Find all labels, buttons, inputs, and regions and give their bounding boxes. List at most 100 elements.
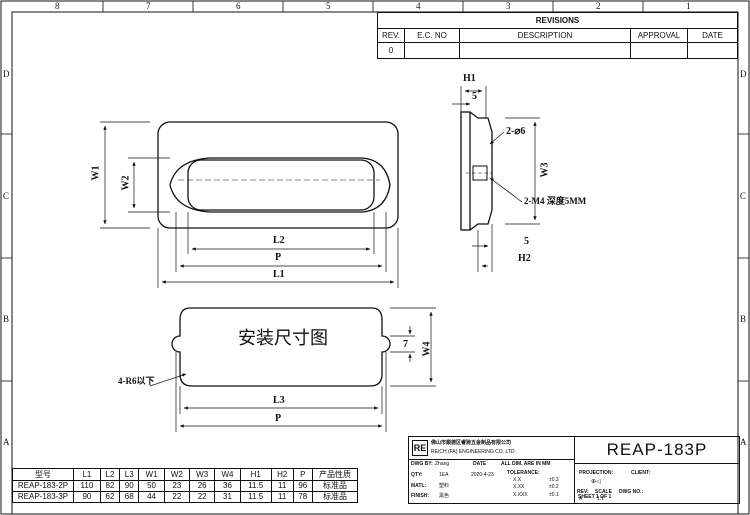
rev-header-ecno: E.C. NO: [404, 28, 460, 43]
tolerance-label: TOLERANCE:: [507, 470, 540, 476]
qty-label: QTY:: [411, 472, 423, 478]
finish-value: 黑色: [439, 493, 450, 499]
spec-header-w1: W1: [138, 468, 165, 481]
matl-value: 塑料: [439, 483, 450, 489]
spec-header-nature: 产品性质: [312, 468, 358, 481]
spec-row1-model: REAP-183-2P: [12, 480, 74, 492]
zone-label-8: 8: [55, 1, 60, 11]
title-block-right: REAP-183P PROJECTION: ⊕◁ CLIENT: REV: A …: [575, 437, 739, 503]
dim-label-w3: W3: [539, 162, 551, 178]
zone-label-3: 3: [506, 1, 511, 11]
side-profile: [469, 111, 493, 231]
spec-row1-w3: 26: [188, 480, 216, 492]
spec-header-w2: W2: [163, 468, 191, 481]
spec-row2-nature: 标准品: [312, 491, 358, 503]
tol-3-fmt: X.XXX: [513, 492, 528, 498]
revisions-table: REVISIONS REV. E.C. NO DESCRIPTION APPRO…: [377, 12, 738, 59]
cutout-outline: [171, 307, 391, 387]
spec-header-model: 型号: [12, 468, 74, 481]
spec-header-h1: H1: [239, 468, 272, 481]
spec-row2-w4: 31: [214, 491, 241, 503]
dim-label-radius: 4-R6以下: [118, 376, 155, 386]
company-name-cn: 佛山市顺德区睿驰五金制品有限公司: [431, 440, 512, 446]
spec-row2-l3: 68: [119, 491, 140, 503]
spec-row2-h2: 11: [270, 491, 294, 503]
zone-ticks: [1, 1, 749, 382]
spec-header-w4: W4: [214, 468, 241, 481]
zone-label-C-left: C: [3, 191, 10, 201]
cutout-view: [171, 307, 391, 387]
dim-label-hole: 2-⌀6: [506, 126, 526, 137]
dim-label-w4: W4: [421, 341, 433, 357]
dim-label-h1: H1: [463, 73, 476, 84]
spec-row1-l3: 90: [119, 480, 140, 492]
spec-row1-h1: 11.5: [239, 480, 272, 492]
dim-label-thread: 2-M4 深度5MM: [524, 196, 587, 206]
dims-note: ALL DIM. ARE IN MM: [501, 461, 551, 467]
spec-header-l3: L3: [119, 468, 140, 481]
part-number: REAP-183P: [575, 437, 739, 464]
company-name-en: REICH (FA) ENGINEERING CO. LTD.: [431, 449, 516, 455]
revisions-title: REVISIONS: [377, 12, 738, 29]
dim-label-w1: W1: [90, 165, 102, 181]
spec-row1-w1: 50: [138, 480, 165, 492]
client-label: CLIENT:: [631, 470, 651, 476]
company-logo: RE: [412, 440, 428, 456]
dim-label-l1: L1: [273, 269, 285, 280]
spec-row1-nature: 标准品: [312, 480, 358, 492]
spec-row1-l2: 82: [99, 480, 121, 492]
rev-header-approval: APPROVAL: [630, 28, 688, 43]
date-value: 2020-4-23: [471, 472, 494, 478]
zone-label-A-right: A: [740, 437, 747, 447]
cutout-dimensions: [149, 307, 436, 432]
sheet-counter: SHEET 1 OF 1: [578, 494, 612, 500]
top-view: [157, 121, 399, 229]
spec-row1-l1: 110: [73, 480, 101, 492]
rev-cell-rev: 0: [377, 42, 405, 59]
spec-row1-w2: 23: [163, 480, 191, 492]
zone-label-1: 1: [686, 1, 691, 11]
zone-label-4: 4: [416, 1, 421, 11]
dim-label-p-top: P: [275, 252, 282, 263]
tol-2-fmt: X.XX: [513, 484, 525, 490]
title-block: RE 佛山市顺德区睿驰五金制品有限公司 REICH (FA) ENGINEERI…: [408, 436, 740, 504]
matl-label: MATL:: [411, 483, 427, 489]
side-flange: [460, 111, 471, 231]
dim-label-5-top: 5: [472, 91, 477, 102]
dim-label-l3: L3: [273, 395, 285, 406]
spec-row1-w4: 36: [214, 480, 241, 492]
tol-3-val: ±0.1: [549, 492, 559, 498]
dwg-by-value: Zhang: [435, 461, 450, 467]
dim-label-7: 7: [403, 339, 408, 350]
dim-label-l2: L2: [273, 235, 285, 246]
spec-row2-w3: 22: [188, 491, 216, 503]
dwg-no-label: DWG NO.:: [619, 489, 644, 495]
spec-row1-p: 96: [292, 480, 314, 492]
tol-1-fmt: X.X: [513, 477, 522, 483]
zone-label-5: 5: [326, 1, 331, 11]
spec-header-p: P: [292, 468, 314, 481]
zone-label-2: 2: [596, 1, 601, 11]
handle-cavity: [169, 157, 391, 213]
tol-1-val: ±0.3: [549, 477, 559, 483]
scale-label: SCALE: [595, 489, 612, 495]
date-label: DATE: [473, 461, 487, 467]
cutout-title: 安装尺寸图: [238, 328, 328, 349]
finish-label: FINISH:: [411, 493, 430, 499]
spec-header-h2: H2: [270, 468, 294, 481]
spec-row2-w1: 44: [138, 491, 165, 503]
zone-label-C-right: C: [740, 191, 747, 201]
company-header: RE 佛山市顺德区睿驰五金制品有限公司 REICH (FA) ENGINEERI…: [409, 437, 574, 460]
side-view-dimensions: [452, 86, 540, 272]
dim-label-w2: W2: [120, 175, 132, 191]
rev-cell-approval: [630, 42, 688, 59]
spec-row2-l1: 90: [73, 491, 101, 503]
tol-2-val: ±0.2: [549, 484, 559, 490]
handle-outline: [157, 121, 399, 229]
projection-symbol-icon: ⊕◁: [591, 479, 601, 485]
dim-label-h2: H2: [518, 253, 531, 264]
projection-label: PROJECTION:: [579, 470, 614, 476]
rev-header-date: DATE: [687, 28, 738, 43]
rev-value: A: [579, 496, 583, 502]
